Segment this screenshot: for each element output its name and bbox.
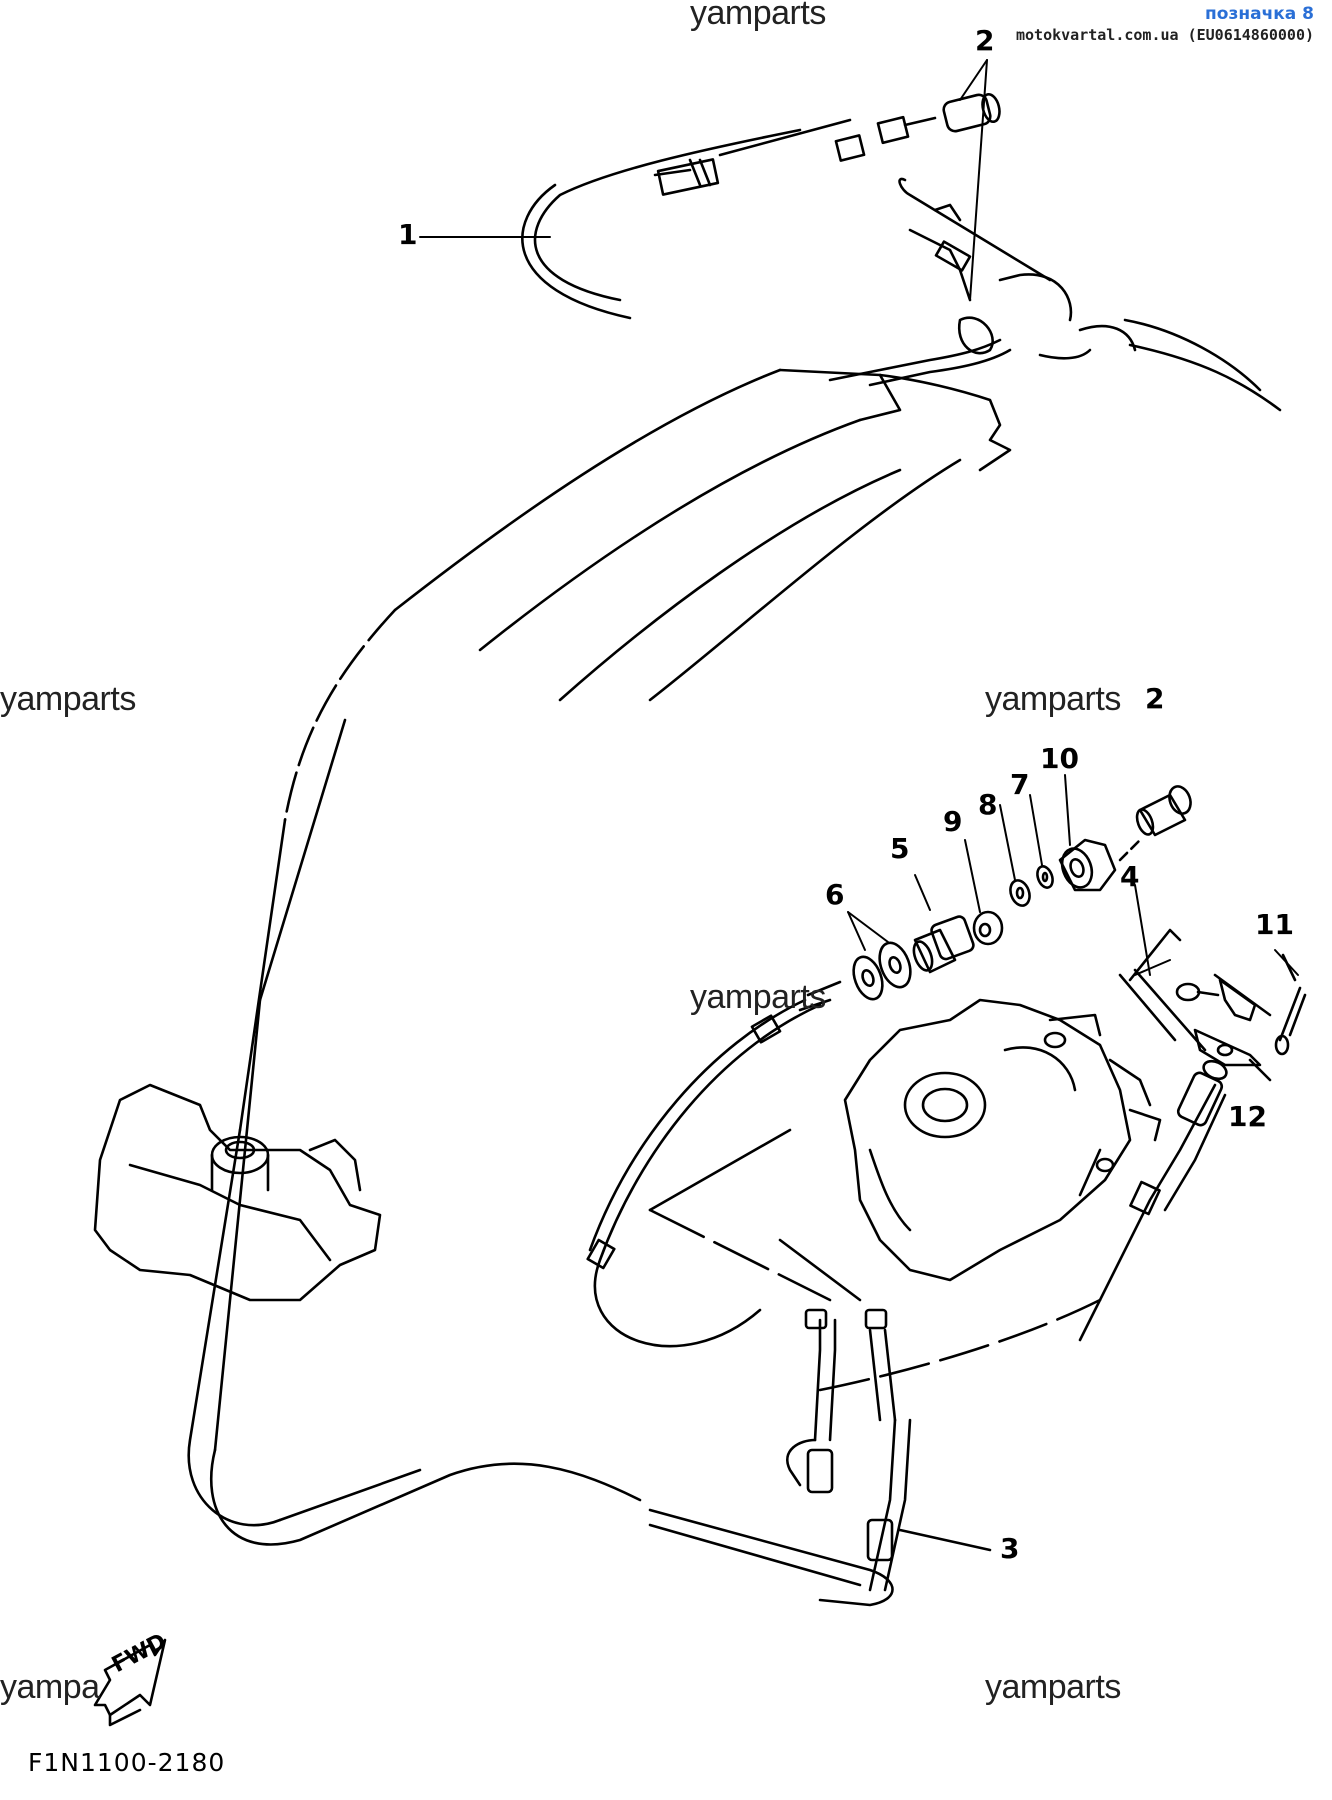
exploded-hardware xyxy=(798,785,1192,1012)
callout-2-right: 2 xyxy=(1145,682,1165,715)
watermark-bottom-left: yampa xyxy=(0,1668,100,1706)
badge-site: motokvartal.com.ua (EU0614860000) xyxy=(1015,26,1314,44)
callout-8: 8 xyxy=(978,788,998,821)
lower-cable xyxy=(586,998,912,1607)
fwd-arrow xyxy=(93,1638,167,1727)
nut-10-shape xyxy=(1058,838,1117,892)
fitting-5-shape xyxy=(913,928,957,974)
washer-6a-shape xyxy=(852,955,884,1001)
leader-lines xyxy=(419,59,1299,976)
callout-10: 10 xyxy=(1040,742,1079,775)
badge-title: позначка 8 xyxy=(1205,4,1314,24)
collar-9-shape xyxy=(972,910,1004,946)
routing-lines xyxy=(648,1128,1102,1392)
washer-8-shape xyxy=(1009,879,1031,907)
watermark-mid-right: yamparts xyxy=(985,680,1121,718)
watermark-bottom-right: yamparts xyxy=(985,1668,1121,1706)
callout-7: 7 xyxy=(1010,768,1030,801)
fitting-2-shape xyxy=(1138,793,1187,837)
callout-6: 6 xyxy=(825,878,845,911)
callout-9: 9 xyxy=(943,805,963,838)
diagram-code: F1N1100-2180 xyxy=(28,1748,226,1777)
handlebar-area xyxy=(828,177,1282,412)
upper-cable xyxy=(521,92,1001,320)
watermark-center: yamparts xyxy=(690,978,826,1016)
callout-3: 3 xyxy=(1000,1532,1020,1565)
callout-5: 5 xyxy=(890,832,910,865)
right-cable xyxy=(1078,968,1228,1342)
watermark-top: yamparts xyxy=(690,0,826,32)
callout-4: 4 xyxy=(1120,860,1140,893)
small-parts xyxy=(1128,928,1307,1082)
leader-3 xyxy=(898,1528,992,1552)
watermark-left: yamparts xyxy=(0,680,136,718)
callout-11: 11 xyxy=(1255,908,1294,941)
washer-7-shape xyxy=(1036,865,1054,889)
source-badge: позначка 8 motokvartal.com.ua (EU0614860… xyxy=(1016,4,1314,44)
callout-12: 12 xyxy=(1228,1100,1267,1133)
washer-6b-shape xyxy=(878,941,912,989)
callout-1: 1 xyxy=(398,218,418,251)
jet-pump xyxy=(843,998,1162,1282)
callout-2-top: 2 xyxy=(975,24,995,57)
hull xyxy=(187,368,1012,1546)
steering-box xyxy=(93,1083,382,1302)
